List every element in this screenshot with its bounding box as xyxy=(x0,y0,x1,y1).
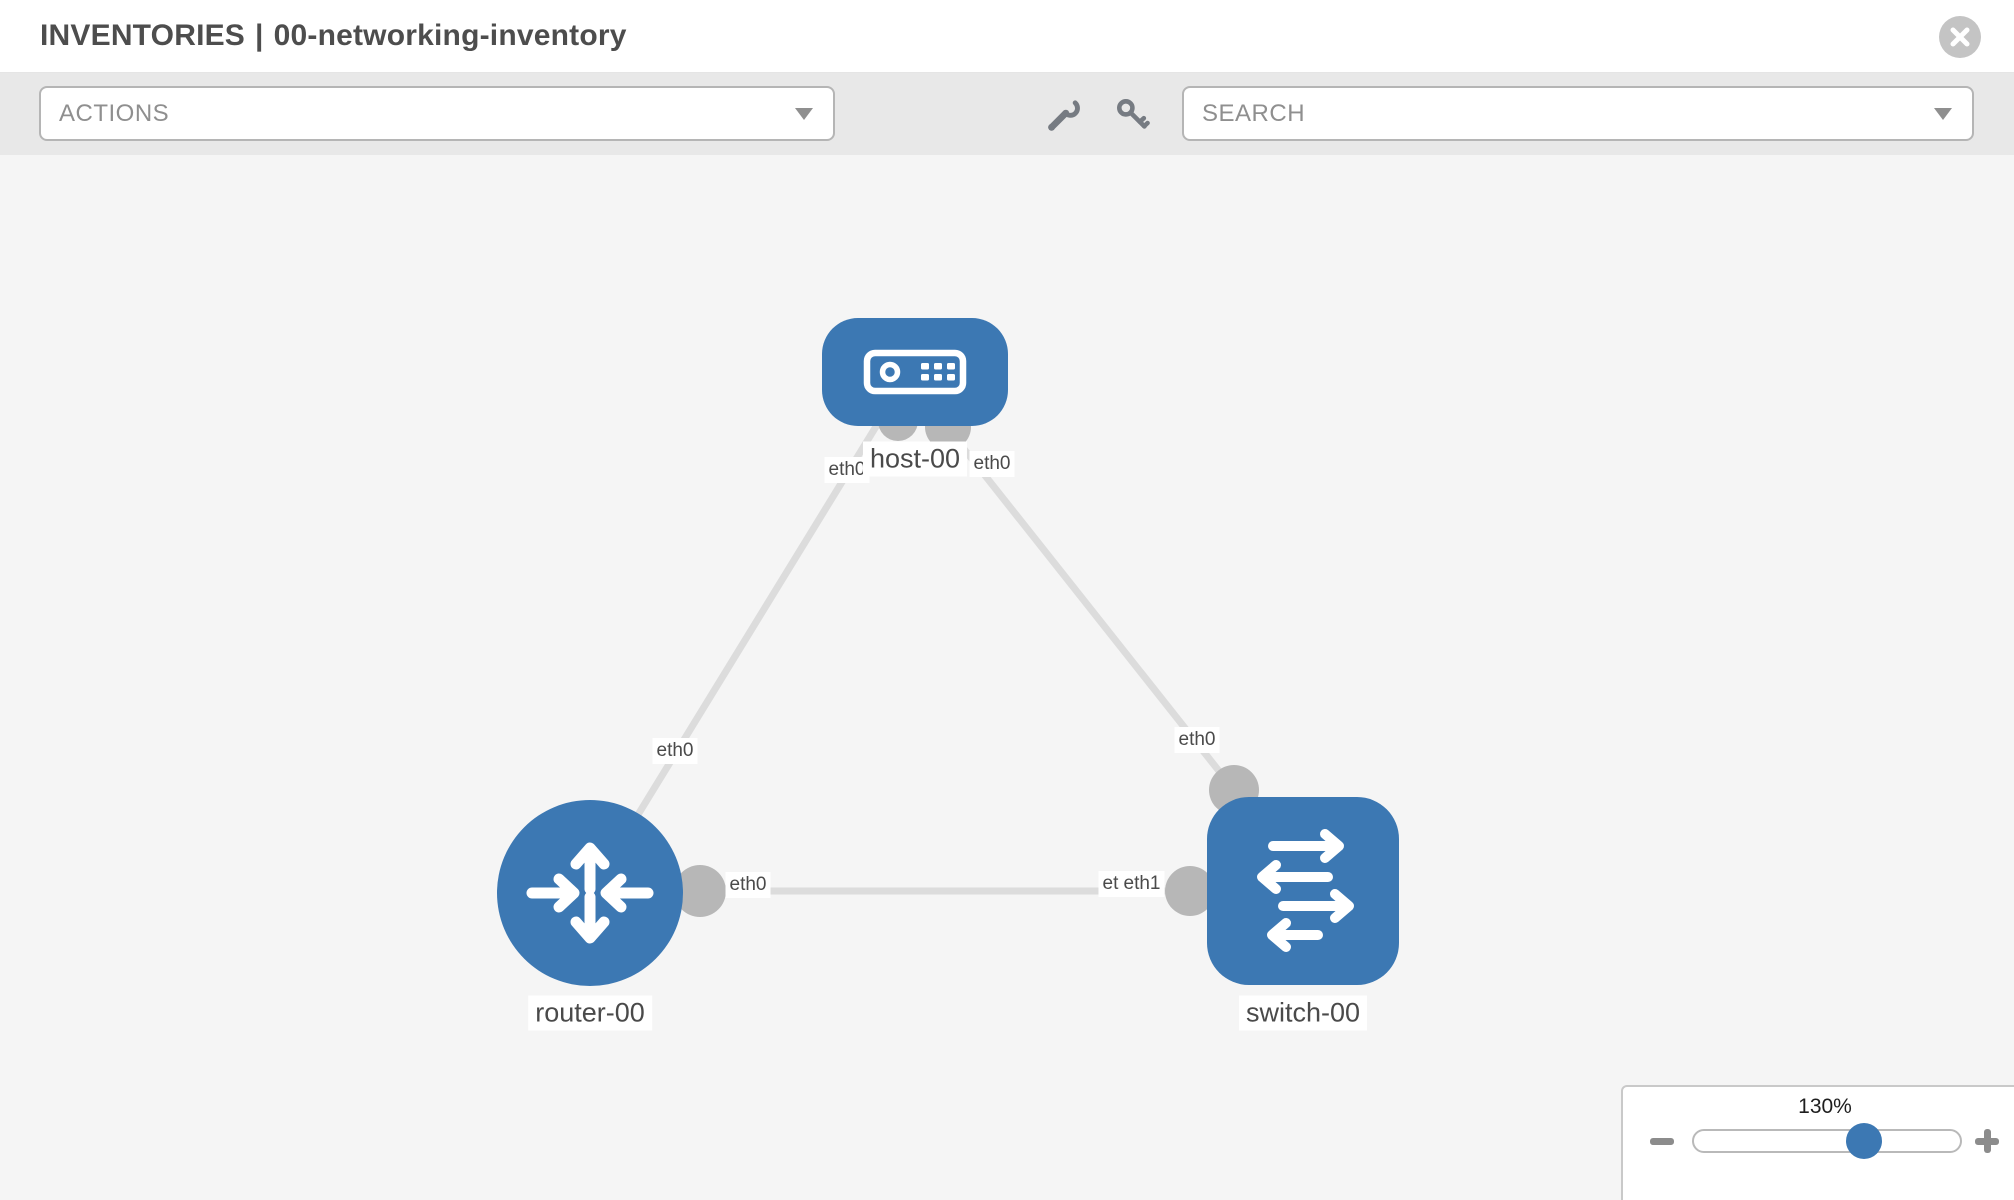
credentials-button[interactable] xyxy=(1113,95,1153,135)
chevron-down-icon xyxy=(795,107,813,120)
page-title: INVENTORIES | 00-networking-inventory xyxy=(40,0,637,72)
zoom-control-panel: 130% xyxy=(1621,1085,2014,1200)
interface-label: eth0 xyxy=(824,457,870,483)
node-router-00[interactable] xyxy=(497,800,683,986)
node-label-router-00: router-00 xyxy=(528,995,652,1031)
node-label-host-00: host-00 xyxy=(862,441,968,477)
close-icon xyxy=(1950,27,1970,47)
interface-label: eth0 xyxy=(725,872,771,898)
node-label-switch-00: switch-00 xyxy=(1238,995,1368,1031)
zoom-in-button[interactable] xyxy=(1973,1127,2001,1155)
chevron-down-icon xyxy=(1934,107,1952,120)
topology-svg xyxy=(497,318,1399,986)
interface-label: eth0 xyxy=(969,451,1015,477)
zoom-slider-track[interactable] xyxy=(1692,1123,1962,1159)
wrench-icon xyxy=(1048,100,1080,131)
zoom-out-button[interactable] xyxy=(1648,1127,1676,1155)
actions-dropdown[interactable]: ACTIONS xyxy=(39,86,835,141)
zoom-level-readout: 130% xyxy=(1798,1095,1852,1118)
toolbar: ACTIONS SEARCH xyxy=(0,73,2014,156)
minus-icon xyxy=(1650,1138,1674,1145)
title-separator: | xyxy=(255,19,264,52)
configure-button[interactable] xyxy=(1043,95,1083,135)
search-dropdown-label: SEARCH xyxy=(1202,99,1306,127)
interface-label: eth1 xyxy=(1119,871,1165,897)
router-icon xyxy=(526,842,654,944)
host-icon xyxy=(863,349,967,395)
interface-dot xyxy=(1165,866,1215,916)
interface-label: eth0 xyxy=(652,738,698,764)
topology-canvas[interactable]: eth0eth0eth0eth0eth0eth0eth1host-00route… xyxy=(0,155,2014,1200)
breadcrumb[interactable]: INVENTORIES xyxy=(40,19,246,52)
node-host-00[interactable] xyxy=(822,318,1008,426)
header: INVENTORIES | 00-networking-inventory xyxy=(0,0,2014,73)
node-switch-00[interactable] xyxy=(1207,797,1399,985)
key-icon xyxy=(1117,99,1150,129)
interface-dot xyxy=(674,865,726,917)
interface-label: eth0 xyxy=(1174,727,1220,753)
actions-dropdown-label: ACTIONS xyxy=(59,99,170,127)
search-dropdown[interactable]: SEARCH xyxy=(1182,86,1974,141)
switch-icon xyxy=(1257,829,1354,952)
zoom-slider-knob[interactable] xyxy=(1846,1123,1883,1159)
close-button[interactable] xyxy=(1939,16,1981,58)
inventory-name: 00-networking-inventory xyxy=(273,19,627,52)
